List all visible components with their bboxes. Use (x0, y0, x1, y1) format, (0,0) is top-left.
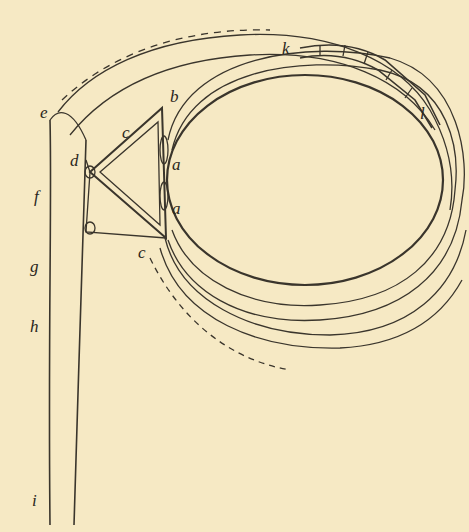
part-letter: k (282, 40, 290, 57)
part-letter: a (172, 156, 181, 173)
part-letter: h (30, 318, 39, 335)
part-letter: d (70, 152, 79, 169)
part-letter: f (34, 188, 39, 205)
part-letter: c (122, 124, 130, 141)
part-letter: a (172, 200, 181, 217)
part-letter: b (170, 88, 179, 105)
part-letter: l (420, 105, 425, 122)
part-letter: i (32, 492, 37, 509)
part-letter: c (138, 244, 146, 261)
part-letter: e (40, 104, 48, 121)
part-letter: g (30, 258, 39, 275)
